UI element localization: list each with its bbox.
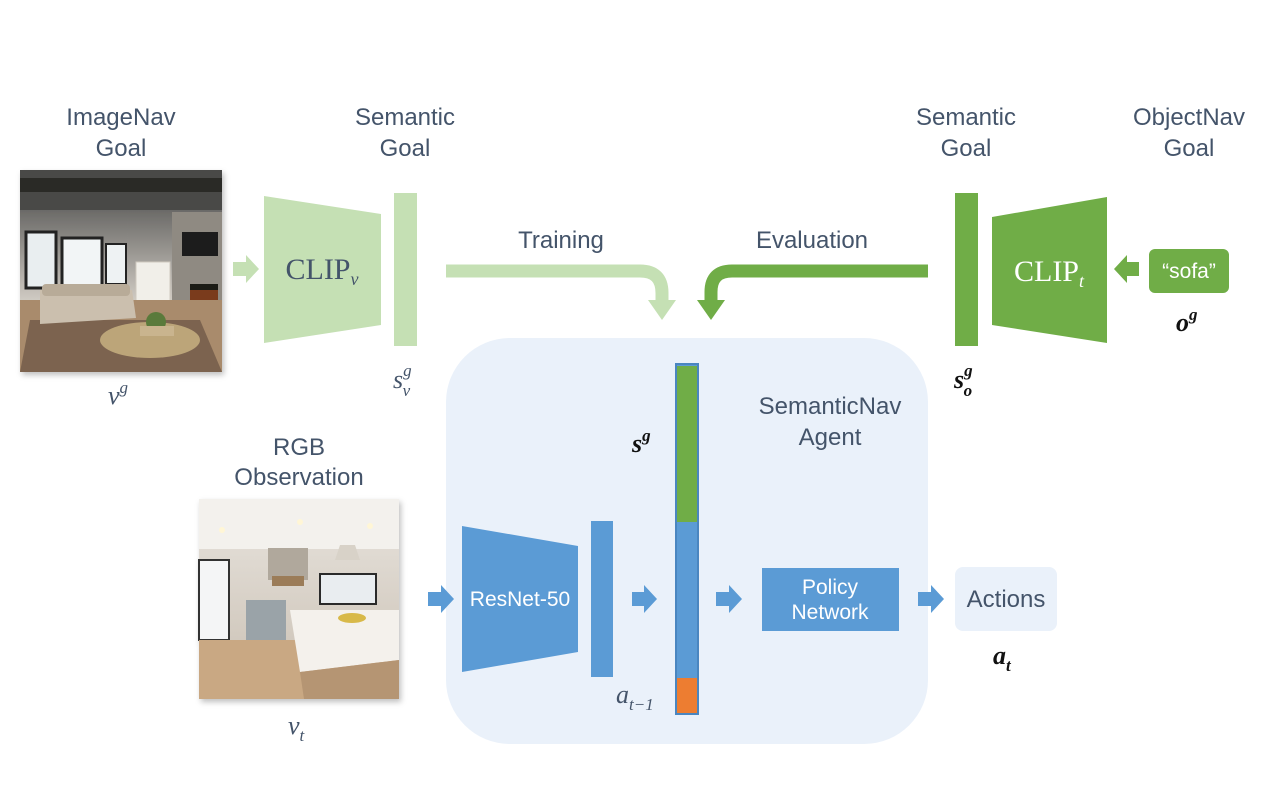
agent-label-2: Agent (799, 424, 862, 451)
semantic-goal-left-label-1: Semantic (355, 104, 455, 131)
clip-v-label: CLIPv (285, 253, 358, 289)
arrow-text-to-clip-t (1114, 255, 1139, 283)
evaluation-label: Evaluation (756, 227, 868, 254)
resnet-encoder (462, 526, 578, 672)
v-goal-symbol: vg (108, 378, 128, 410)
arrow-features-to-state (632, 585, 657, 613)
clip-t-label: CLIPt (1014, 255, 1085, 291)
arrow-image-to-clip-v (233, 255, 259, 283)
arrow-policy-to-actions (918, 585, 944, 613)
arrow-state-to-policy (716, 585, 742, 613)
actions-box (955, 567, 1057, 631)
goal-segment (677, 366, 697, 522)
objectnav-goal-label-1: ObjectNav (1133, 104, 1245, 131)
policy-network-box (762, 568, 899, 631)
observation-symbol: vt (288, 711, 306, 745)
policy-network-label-1: Policy (802, 576, 859, 599)
action-symbol: at (993, 641, 1012, 675)
training-label: Training (518, 227, 604, 254)
semantic-goal-vector-v (394, 193, 417, 346)
state-vector (675, 363, 699, 715)
rgb-observation-label-2: Observation (234, 464, 363, 491)
arrow-obs-to-resnet (428, 585, 454, 613)
semantic-goal-right-label-1: Semantic (916, 104, 1016, 131)
s-goal-symbol: sg (631, 426, 651, 458)
semantic-goal-vector-o (955, 193, 978, 346)
prev-action-segment (677, 678, 697, 713)
visual-feature-vector (591, 521, 613, 677)
imagenav-goal-image (20, 170, 222, 372)
semantic-goal-right-label-2: Goal (941, 135, 992, 162)
clip-t-encoder (992, 197, 1107, 343)
imagenav-goal-label-2: Goal (96, 135, 147, 162)
objectnav-goal-label-2: Goal (1164, 135, 1215, 162)
rgb-observation-image (198, 499, 399, 699)
actions-label: Actions (967, 586, 1046, 613)
semantic-goal-left-label-2: Goal (380, 135, 431, 162)
policy-network-label-2: Network (791, 601, 869, 624)
evaluation-arrow (697, 264, 928, 320)
prev-action-symbol: at−1 (616, 680, 654, 714)
agent-label-1: SemanticNav (759, 393, 902, 420)
object-goal-box (1149, 249, 1229, 293)
imagenav-goal-label-1: ImageNav (66, 104, 175, 131)
resnet-label: ResNet-50 (470, 588, 570, 611)
object-goal-text: “sofa” (1162, 260, 1216, 283)
training-arrow (446, 264, 676, 320)
clip-v-encoder (264, 196, 381, 343)
o-goal-symbol: og (1176, 305, 1198, 337)
rgb-observation-label-1: RGB (273, 434, 325, 461)
